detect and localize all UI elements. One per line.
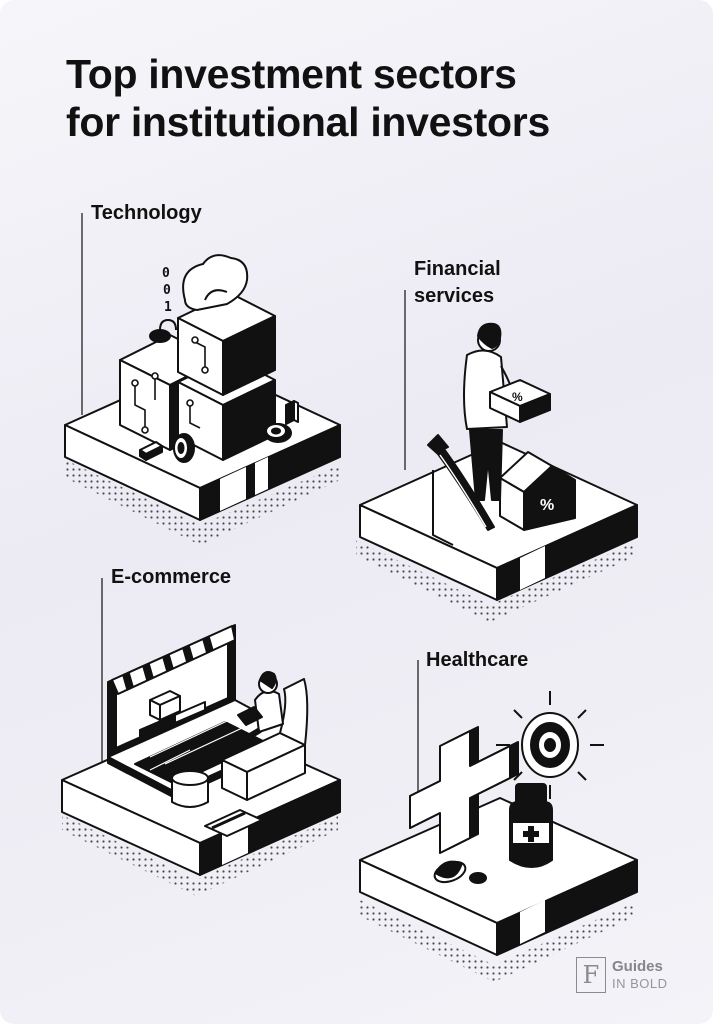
financial-shadow-dots	[356, 540, 636, 622]
growth-arrow-icon	[427, 434, 495, 546]
title-line-1: Top investment sectors	[66, 51, 517, 97]
credit-card-icon	[204, 809, 263, 837]
sector-label-technology: Technology	[91, 202, 202, 224]
box-percent-sign: %	[512, 390, 523, 404]
financial-platform	[359, 441, 638, 601]
floating-one-left	[139, 441, 163, 461]
financial-label-line-2: services	[414, 285, 495, 307]
sector-label-ecommerce: E-commerce	[111, 566, 232, 588]
ecommerce-illustration	[61, 578, 341, 896]
binary-digits: 0 0 1	[162, 266, 172, 315]
binary-digit-1: 0	[162, 266, 170, 281]
logo-mark: F	[576, 957, 606, 993]
floating-one-right	[285, 400, 299, 425]
businessman-figure	[463, 322, 514, 501]
pill-capsule-icon	[433, 860, 487, 884]
technology-illustration: 0 0 1	[64, 213, 341, 545]
technology-shadow-dots	[66, 460, 340, 545]
percent-box-icon: %	[489, 379, 551, 423]
healthcare-illustration	[359, 660, 638, 982]
page-title: Top investment sectors for institutional…	[66, 50, 666, 146]
logo-text: Guides IN BOLD	[612, 958, 668, 992]
lock-icon	[149, 318, 177, 343]
medicine-bottle-icon	[509, 783, 553, 868]
medical-cross-icon	[409, 726, 519, 854]
technology-circuit-traces	[131, 336, 209, 434]
shopping-bag-icon	[171, 760, 209, 808]
house-icon: %	[499, 451, 576, 531]
binary-digit-3: 1	[164, 300, 172, 315]
sector-label-healthcare: Healthcare	[426, 649, 529, 671]
binary-digit-2: 0	[163, 283, 171, 298]
logo-line-1: Guides	[612, 958, 663, 975]
floating-zero-right	[264, 423, 292, 443]
technology-server-cubes	[119, 292, 276, 461]
house-percent-sign: %	[540, 497, 554, 514]
cloud-icon	[182, 254, 249, 312]
floating-zero-left	[173, 433, 195, 463]
ecommerce-shadow-dots	[62, 815, 338, 896]
healthcare-platform	[359, 797, 638, 956]
title-line-2: for institutional investors	[66, 99, 550, 145]
guides-in-bold-logo: F Guides IN BOLD	[576, 957, 668, 993]
financial-label-line-1: Financial	[414, 258, 501, 280]
logo-line-2: IN BOLD	[612, 976, 668, 991]
financial-services-illustration: % %	[356, 290, 638, 622]
woman-on-sofa	[215, 671, 309, 801]
sector-label-financial-services: Financial services	[414, 256, 574, 310]
target-icon	[496, 691, 604, 799]
healthcare-shadow-dots	[360, 900, 636, 982]
